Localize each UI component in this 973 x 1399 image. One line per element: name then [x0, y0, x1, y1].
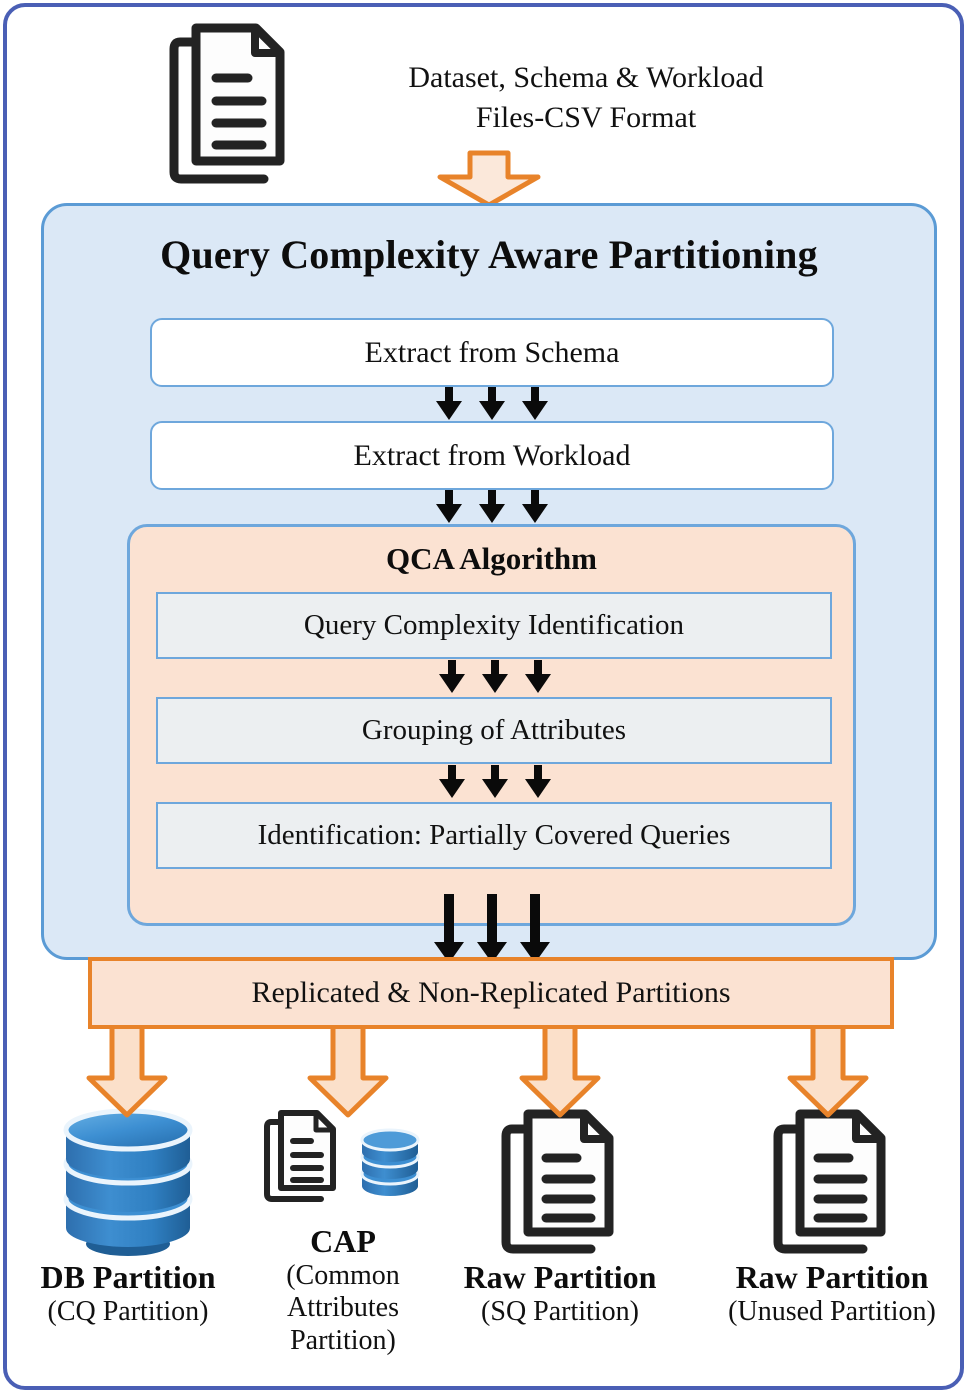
- diagram-frame: [3, 3, 964, 1390]
- output-cap: CAP (Common Attributes Partition): [248, 1104, 438, 1357]
- step-extract-from-workload[interactable]: Extract from Workload: [150, 421, 834, 490]
- fanout-arrow-db-partition: [85, 1026, 169, 1118]
- db-partition-title: DB Partition: [40, 1259, 216, 1295]
- cap-subtitle-line-1: (Common: [286, 1259, 400, 1291]
- cap-title: CAP: [310, 1223, 376, 1259]
- connector-arrows-workload-to-qca: [434, 490, 550, 524]
- raw-sq-icon-group: [440, 1104, 680, 1260]
- raw-unused-title: Raw Partition: [735, 1259, 929, 1295]
- document-stack-icon: [501, 1109, 614, 1254]
- raw-sq-subtitle: (SQ Partition): [481, 1295, 639, 1327]
- database-cylinder-icon: [63, 1108, 193, 1256]
- small-database-cylinder-icon: [360, 1128, 420, 1196]
- connector-arrows-qca-to-replicated: [434, 894, 550, 964]
- qca-title: QCA Algorithm: [386, 541, 597, 576]
- source-caption: Dataset, Schema & Workload Files-CSV For…: [286, 58, 886, 138]
- output-raw-sq-partition: Raw Partition (SQ Partition): [440, 1104, 680, 1328]
- qca-algorithm-box: QCA Algorithm Query Complexity Identific…: [127, 524, 856, 926]
- document-stack-icon: [773, 1109, 886, 1254]
- connector-arrows-schema-to-workload: [434, 387, 550, 421]
- input-flow-arrow: [434, 150, 544, 208]
- source-caption-line-2: Files-CSV Format: [475, 100, 697, 134]
- fanout-arrow-raw-unused-partition: [786, 1026, 870, 1118]
- db-partition-icon-group: [12, 1104, 244, 1260]
- panel-title: Query Complexity Aware Partitioning: [160, 232, 818, 277]
- connector-arrows-qca-1-to-2: [437, 660, 553, 694]
- raw-unused-subtitle: (Unused Partition): [728, 1295, 936, 1327]
- qca-step-grouping-of-attributes[interactable]: Grouping of Attributes: [156, 697, 832, 764]
- fanout-arrow-cap: [306, 1026, 390, 1118]
- replicated-partitions-bar: Replicated & Non-Replicated Partitions: [88, 957, 894, 1029]
- output-db-partition: DB Partition (CQ Partition): [12, 1104, 244, 1328]
- qcap-panel: Query Complexity Aware Partitioning Extr…: [41, 203, 937, 963]
- cap-subtitle: (Common Attributes Partition): [253, 1260, 433, 1357]
- step-extract-from-schema[interactable]: Extract from Schema: [150, 318, 834, 387]
- raw-unused-icon-group: [706, 1104, 958, 1260]
- output-raw-unused-partition: Raw Partition (Unused Partition): [706, 1104, 958, 1328]
- qca-step-identification-partially-covered-queries[interactable]: Identification: Partially Covered Querie…: [156, 802, 832, 869]
- raw-sq-title: Raw Partition: [463, 1259, 657, 1295]
- qca-step-query-complexity-identification[interactable]: Query Complexity Identification: [156, 592, 832, 659]
- cap-subtitle-line-2: Attributes: [287, 1292, 399, 1324]
- connector-arrows-qca-2-to-3: [437, 765, 553, 799]
- db-partition-subtitle: (CQ Partition): [47, 1295, 209, 1327]
- source-document-stack-icon: [168, 22, 286, 190]
- fanout-arrow-raw-sq-partition: [518, 1026, 602, 1118]
- document-stack-icon: [264, 1110, 336, 1202]
- cap-icon-group: [248, 1104, 438, 1208]
- cap-subtitle-line-3: Partition): [290, 1324, 396, 1356]
- source-caption-line-1: Dataset, Schema & Workload: [408, 61, 764, 94]
